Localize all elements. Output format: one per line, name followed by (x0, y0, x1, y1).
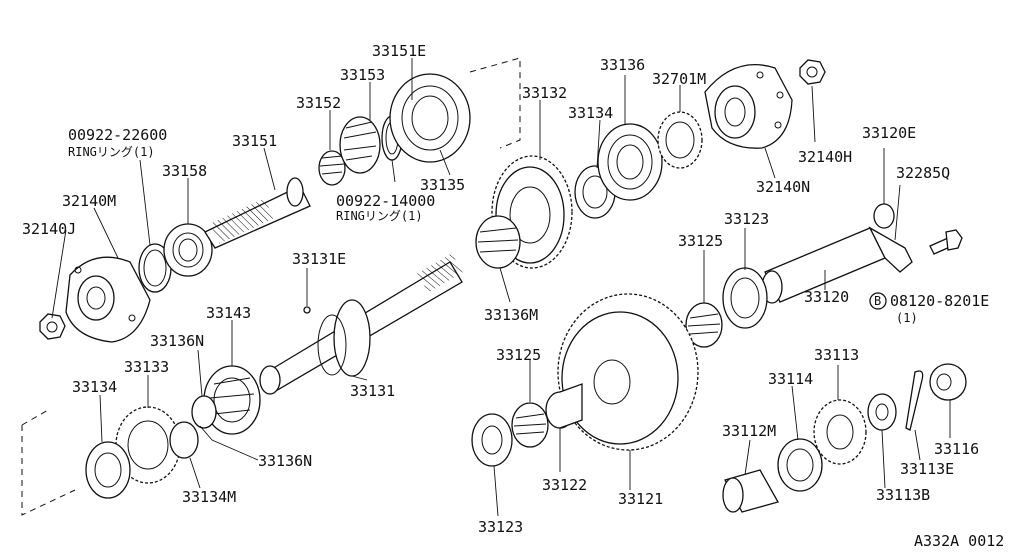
label-33131: 33131 (350, 382, 395, 400)
label-33134M: 33134M (182, 488, 236, 506)
needle-bearing-33125-top (685, 302, 723, 348)
gear-33113 (813, 399, 867, 465)
label-ring-b: RINGリング(1) (336, 209, 423, 223)
label-33136N-b: 33136N (258, 452, 312, 470)
label-33121: 33121 (618, 490, 663, 508)
label-33113: 33113 (814, 346, 859, 364)
label-33143: 33143 (206, 304, 251, 322)
nut-33113B (867, 393, 897, 431)
bearing-33135 (389, 73, 471, 163)
label-33113E: 33113E (900, 460, 954, 478)
bearing-33114 (777, 438, 823, 492)
label-33112M: 33112M (722, 422, 776, 440)
label-33113B: 33113B (876, 486, 930, 504)
sleeve-33153 (339, 116, 381, 174)
label-33125-top: 33125 (678, 232, 723, 250)
label-33134-left: 33134 (72, 378, 117, 396)
cotter-pin-33113E (905, 370, 924, 431)
label-33151: 33151 (232, 132, 277, 150)
label-33153: 33153 (340, 66, 385, 84)
gear-32701M (657, 111, 703, 169)
label-33120: 33120 (804, 288, 849, 306)
label-33123-top: 33123 (724, 210, 769, 228)
label-33120E: 33120E (862, 124, 916, 142)
label-33136M: 33136M (484, 306, 538, 324)
label-33116: 33116 (934, 440, 979, 458)
label-33151E: 33151E (372, 42, 426, 60)
collar-33112M (722, 469, 779, 513)
ball-33131E (303, 306, 311, 314)
label-32285Q: 32285Q (896, 164, 950, 182)
bushing-33122 (545, 383, 583, 429)
label-00922-22600: 00922-22600 (68, 126, 167, 144)
needle-bearing-33125-mid (511, 402, 549, 448)
label-32140M: 32140M (62, 192, 116, 210)
label-33158: 33158 (162, 162, 207, 180)
label-33123-bot: 33123 (478, 518, 523, 536)
nut-32140J (39, 313, 66, 340)
label-32701M: 32701M (652, 70, 706, 88)
label-33135: 33135 (420, 176, 465, 194)
lock-plate-33123-bot (471, 413, 513, 467)
bolt-08120-8201E (929, 229, 963, 255)
dashed-reference-lines (21, 57, 521, 516)
lock-plate-33123-top (722, 267, 768, 329)
cap-33116 (929, 363, 967, 401)
label-33136N-a: 33136N (150, 332, 204, 350)
label-33133: 33133 (124, 358, 169, 376)
bearing-33136 (597, 123, 663, 201)
leader-lines (51, 58, 951, 517)
flange-32140N (704, 64, 793, 149)
label-33122: 33122 (542, 476, 587, 494)
label-33136-top: 33136 (600, 56, 645, 74)
part-labels: 33151E 33153 33152 33151 33158 00922-226… (22, 42, 1004, 550)
label-32140J: 32140J (22, 220, 76, 238)
label-qty: (1) (896, 311, 918, 325)
gear-33121 (557, 293, 699, 451)
label-33152: 33152 (296, 94, 341, 112)
label-32140H: 32140H (798, 148, 852, 166)
nut-32140H (799, 59, 826, 85)
bearing-33158 (163, 223, 213, 277)
label-ring-a: RINGリング(1) (68, 145, 155, 159)
label-00922-14000: 00922-14000 (336, 192, 435, 210)
label-33131E: 33131E (292, 250, 346, 268)
needle-bearing-33152 (318, 150, 346, 186)
thrust-washer-33134-left (85, 441, 131, 499)
idler-shaft-33120 (761, 226, 913, 304)
bolt-mark-circle (869, 292, 887, 310)
label-33134-top: 33134 (568, 104, 613, 122)
shaft-33151 (204, 177, 311, 249)
label-bolt-mark: B (874, 294, 881, 308)
needle-bearing-33136N-a (191, 395, 217, 429)
needle-bearing-33134M (169, 421, 199, 459)
label-33132: 33132 (522, 84, 567, 102)
label-32140N: 32140N (756, 178, 810, 196)
washer-33120E (873, 203, 895, 229)
needle-bearing-33136M (475, 215, 521, 269)
label-08120-8201E: 08120-8201E (890, 292, 989, 310)
flange-32140M (65, 256, 151, 343)
label-33114: 33114 (768, 370, 813, 388)
figure-code: A332A 0012 (914, 532, 1004, 550)
label-33125-mid: 33125 (496, 346, 541, 364)
main-shaft-33131 (259, 253, 463, 395)
